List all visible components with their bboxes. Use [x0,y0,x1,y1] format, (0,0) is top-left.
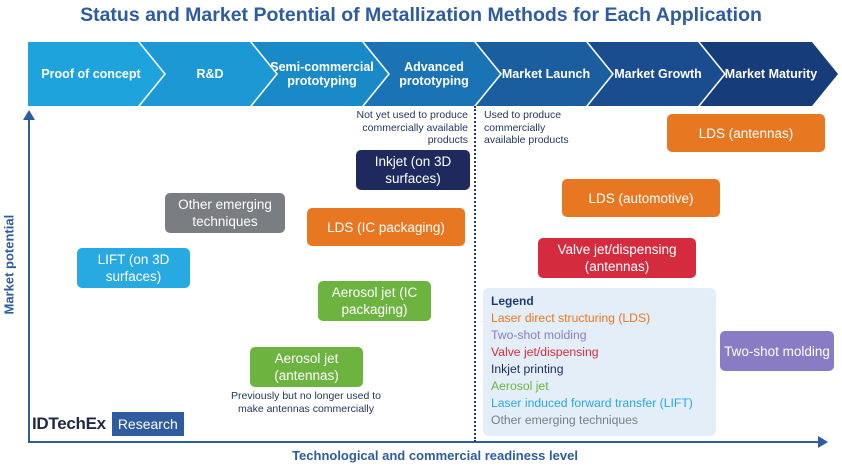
stage-label: Proof of concept [41,67,141,81]
legend-item-lds: Laser direct structuring (LDS) [491,311,651,325]
logo-tag: Research [111,412,184,436]
item-lift-3d: LIFT (on 3D surfaces) [77,248,190,288]
note-used-commercially: Used to produce commercially available p… [484,109,569,146]
page-title: Status and Market Potential of Metalliza… [80,4,762,26]
stage-label: R&D [196,67,224,81]
stage-label: Market Launch [501,67,591,81]
y-axis-arrow-icon [23,110,35,120]
y-axis [28,118,30,443]
note-previously-used: Previously but no longer used to make an… [230,390,381,415]
x-axis-label: Technological and commercial readiness l… [292,448,578,463]
idtechex-logo: IDTechEx Research [32,412,184,436]
y-axis-label: Market potential [1,214,17,315]
note-not-yet-commercial: Not yet used to produce commercially ava… [356,109,469,146]
x-axis-arrow-icon [818,436,828,448]
x-axis [28,441,820,443]
stage-label: Advanced prototyping [399,60,469,88]
stage-label: Market Maturity [724,67,818,81]
legend: Legend Laser direct structuring (LDS) Tw… [483,288,716,436]
item-lds-ic-packaging: LDS (IC packaging) [307,208,465,246]
item-lds-antennas: LDS (antennas) [667,114,825,152]
logo-name: IDTechEx [32,414,106,433]
item-aerosol-ic-packaging: Aerosol jet (IC packaging) [318,281,431,321]
commercial-divider-line [474,106,476,442]
item-valve-jet-antennas: Valve jet/dispensing (antennas) [538,238,696,278]
legend-item-two-shot: Two-shot molding [491,328,587,342]
stage-advanced-prototyping: Advanced prototyping [364,42,500,106]
item-two-shot-molding: Two-shot molding [720,331,834,371]
legend-item-lift: Laser induced forward transfer (LIFT) [491,396,693,410]
legend-item-other: Other emerging techniques [491,413,639,427]
stage-proof-of-concept: Proof of concept [28,42,164,106]
item-inkjet-3d: Inkjet (on 3D surfaces) [356,150,470,190]
stage-label: Semi-commercial prototyping [270,60,374,88]
legend-item-valve-jet: Valve jet/dispensing [491,345,599,359]
item-lds-automotive: LDS (automotive) [562,179,720,217]
legend-item-aerosol: Aerosol jet [491,379,549,393]
item-aerosol-antennas: Aerosol jet (antennas) [250,347,363,387]
legend-title: Legend [491,294,534,308]
item-other-emerging: Other emerging techniques [165,193,285,233]
stage-label: Market Growth [614,67,702,81]
stage-market-growth: Market Growth [588,42,724,106]
legend-item-inkjet: Inkjet printing [491,362,564,376]
